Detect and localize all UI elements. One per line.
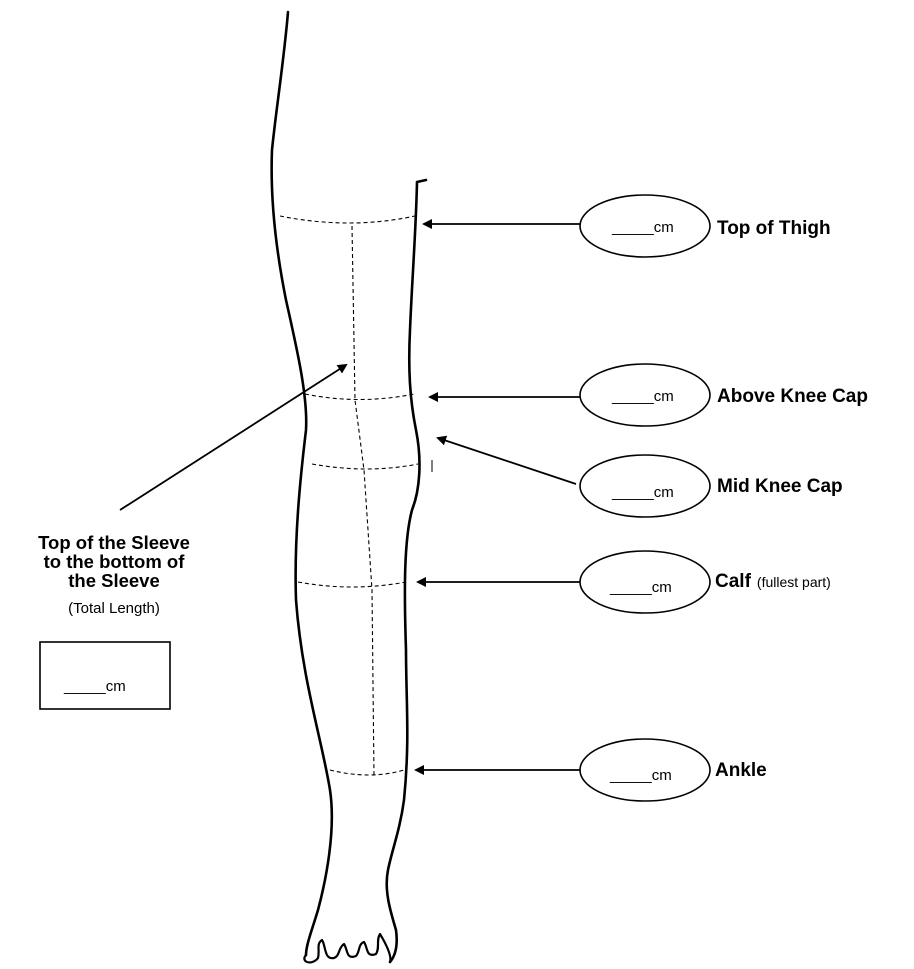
measurement-calf: _____cm Calf(fullest part) [580, 551, 831, 613]
total-length-title-line1: Top of the Sleeve [38, 532, 190, 553]
above-knee-circumference-line [305, 394, 414, 400]
toes [304, 934, 390, 962]
total-length-title-line3: the Sleeve [68, 570, 160, 591]
ankle-label: Ankle [715, 760, 767, 781]
leg-left-contour [272, 12, 332, 955]
arrow-mid-knee-cap [438, 438, 576, 484]
leg-right-contour [387, 180, 426, 962]
arrow-total-length [120, 365, 346, 510]
ankle-blank: _____cm [609, 767, 672, 784]
mid-knee-cap-blank: _____cm [611, 484, 674, 501]
total-length-vertical-line [352, 226, 374, 777]
top-of-thigh-blank: _____cm [611, 219, 674, 236]
mid-knee-circumference-line [312, 464, 418, 469]
top-of-thigh-label: Top of Thigh [717, 218, 831, 239]
toe-outline [304, 934, 390, 962]
above-knee-cap-label: Above Knee Cap [717, 386, 868, 407]
calf-note: (fullest part) [757, 574, 831, 590]
measurement-arrows [120, 224, 580, 770]
sleeve-guide-lines [280, 216, 432, 777]
measurement-top-of-thigh: _____cm Top of Thigh [580, 195, 831, 257]
mid-knee-cap-label: Mid Knee Cap [717, 476, 843, 497]
above-knee-cap-blank: _____cm [611, 388, 674, 405]
total-length-input-box[interactable] [40, 642, 170, 709]
thigh-circumference-line [280, 216, 415, 223]
calf-circumference-line [298, 582, 406, 587]
total-length-note: (Total Length) [68, 600, 160, 617]
measurement-above-knee-cap: _____cm Above Knee Cap [580, 364, 868, 426]
leg-outline [272, 12, 426, 962]
total-length-blank: _____cm [63, 678, 126, 695]
calf-label: Calf(fullest part) [715, 571, 831, 592]
total-length-block: Top of the Sleeve to the bottom of the S… [38, 532, 190, 709]
calf-blank: _____cm [609, 579, 672, 596]
measurement-mid-knee-cap: _____cm Mid Knee Cap [580, 455, 843, 517]
measurement-ankle: _____cm Ankle [580, 739, 767, 801]
ankle-circumference-line [330, 770, 404, 775]
total-length-title-line2: to the bottom of [44, 551, 186, 572]
